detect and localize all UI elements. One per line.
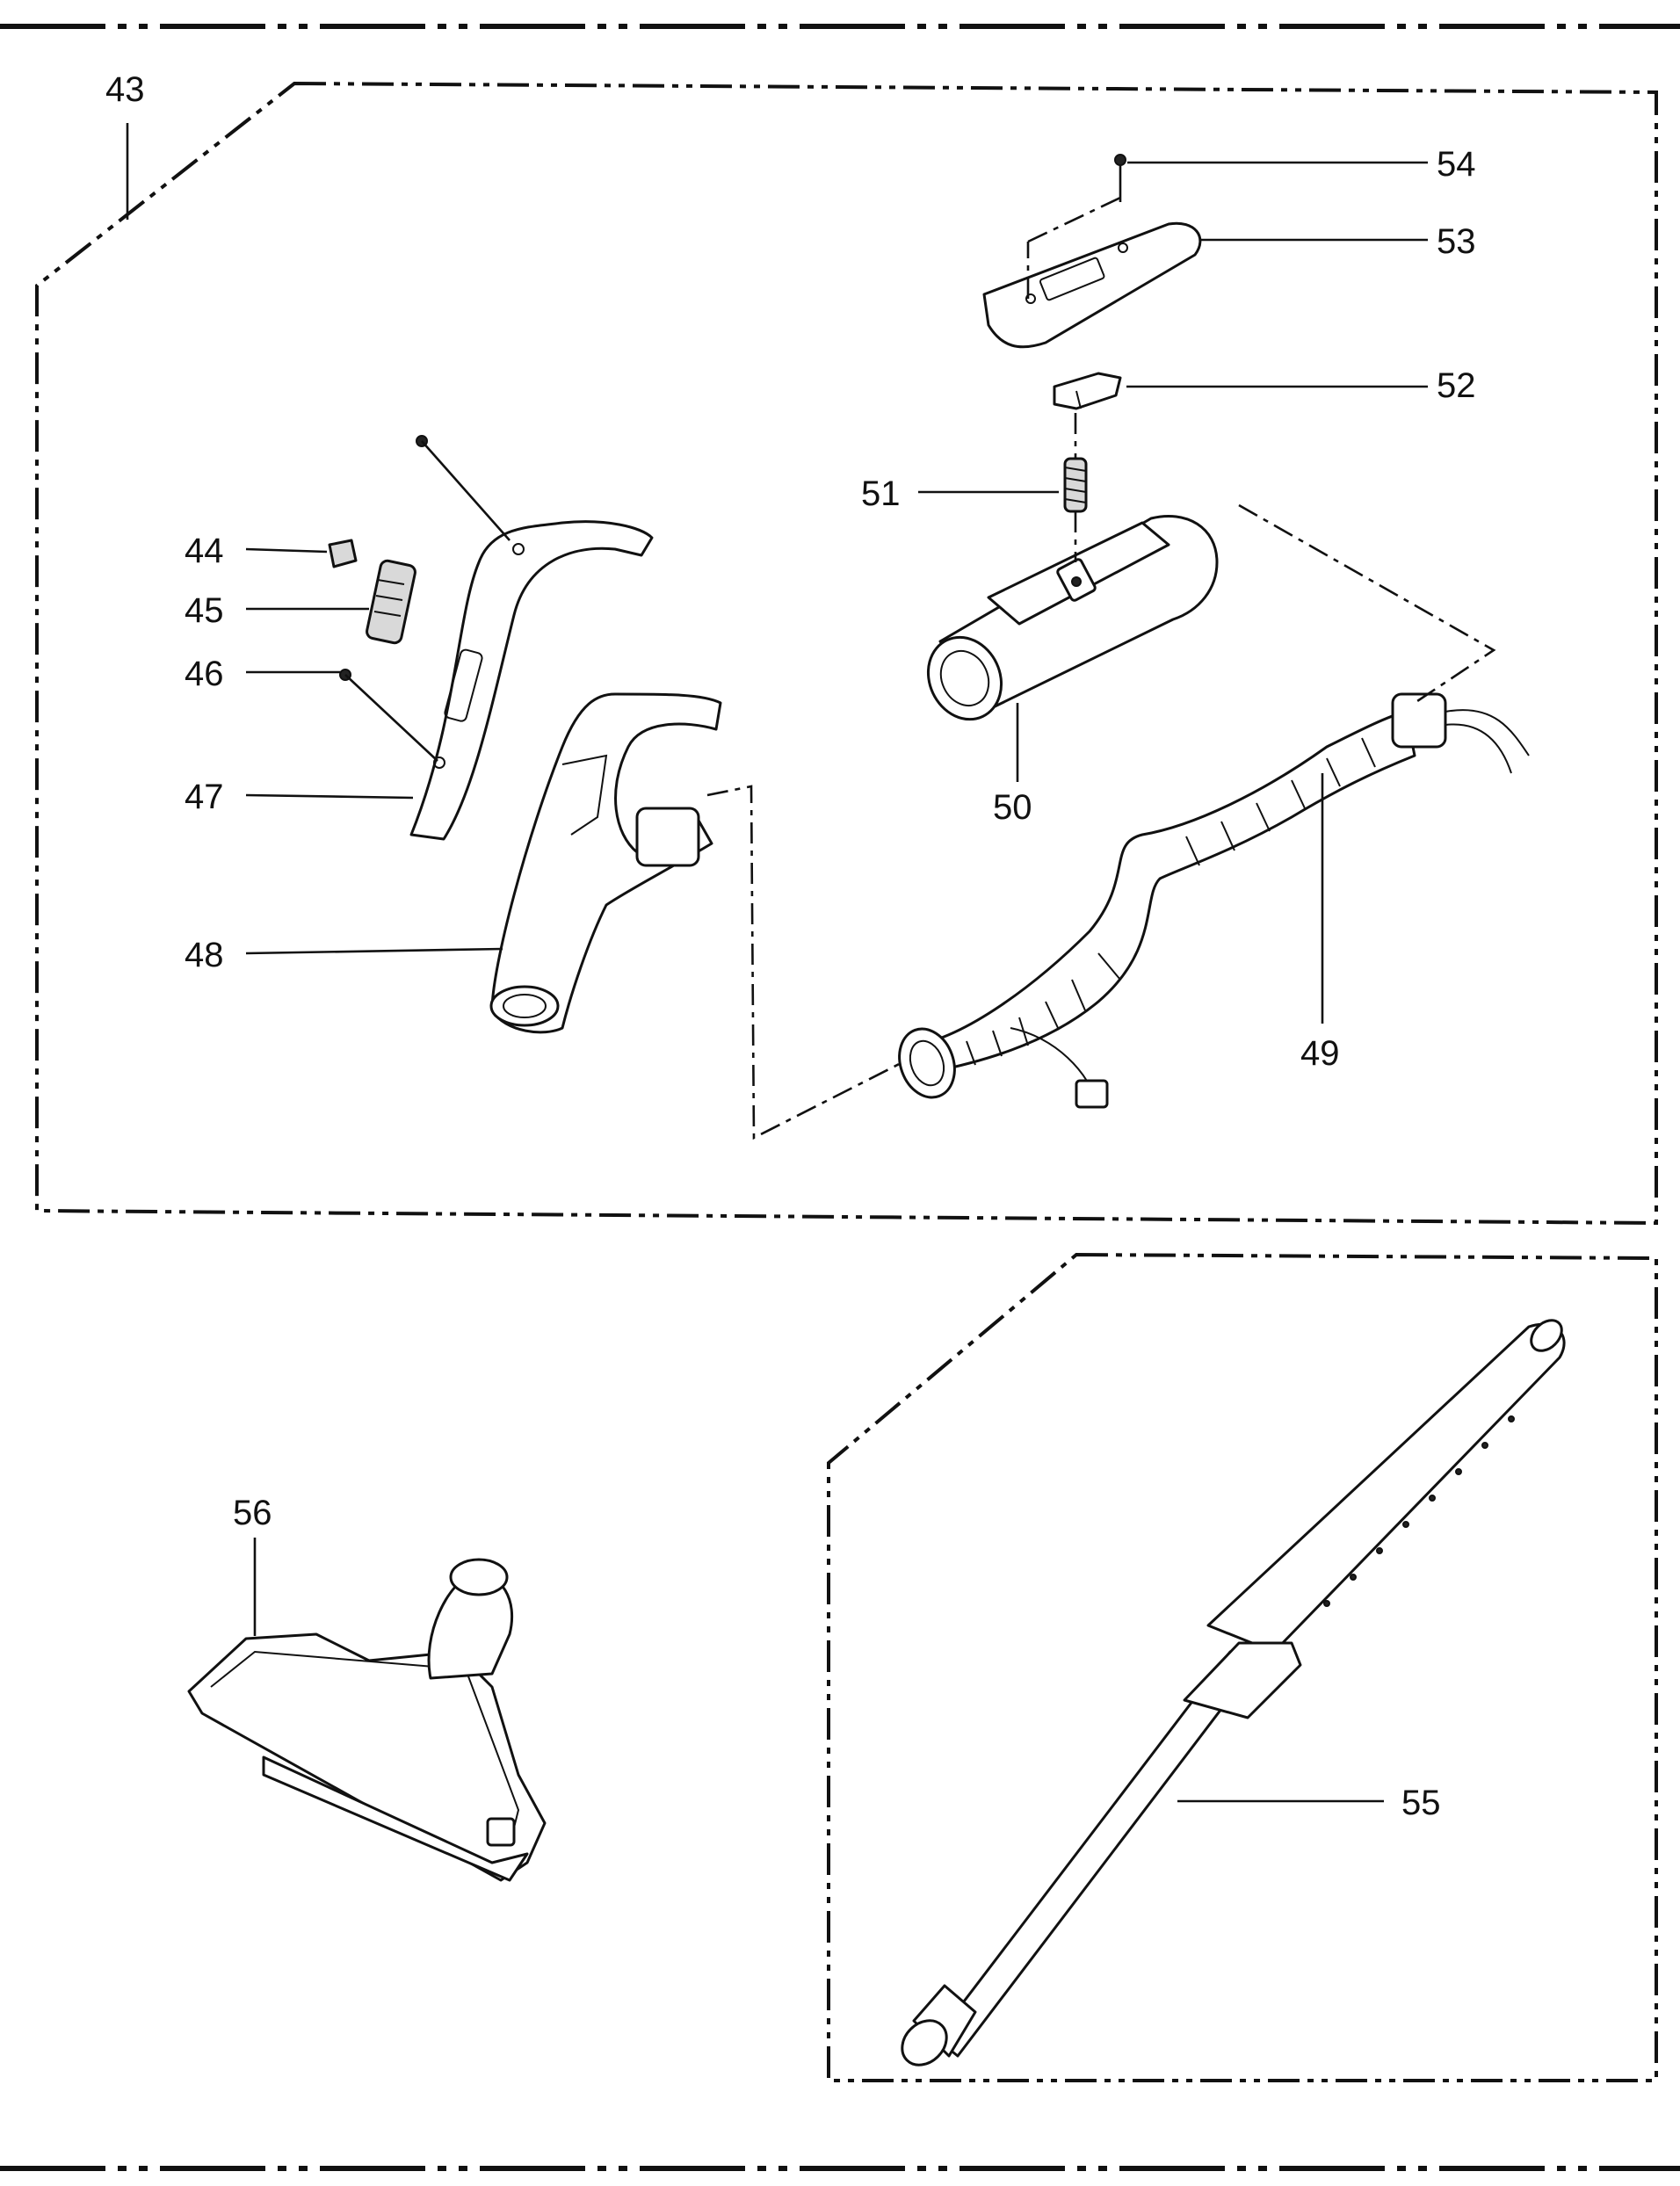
callout-55: 55 (1401, 1784, 1441, 1822)
callout-50: 50 (993, 788, 1032, 827)
callout-46: 46 (185, 655, 224, 693)
callout-labels: 43 44 45 46 47 48 49 50 51 52 53 54 55 5… (105, 70, 1476, 1822)
callout-51: 51 (861, 474, 901, 513)
assembly-43-frame (35, 81, 1658, 1226)
part-54-screw (1114, 154, 1126, 202)
callout-leaders-43 (245, 161, 1428, 1024)
callout-43: 43 (105, 70, 145, 109)
part-46-screw (339, 669, 438, 762)
callout-56: 56 (233, 1494, 272, 1532)
callout-52: 52 (1437, 366, 1476, 405)
part-45-switch-grille (366, 559, 416, 645)
hose-connection-line-48 (706, 785, 919, 1140)
part-56-floor-nozzle (187, 1538, 547, 1882)
callout-44: 44 (185, 532, 224, 570)
screw-top-handle (416, 435, 511, 541)
part-48-handle-body (489, 692, 722, 1034)
part-53-cover-plate (982, 196, 1202, 349)
callout-47: 47 (185, 778, 224, 816)
part-51-spring (1063, 413, 1088, 562)
callout-45: 45 (185, 591, 224, 630)
part-55-telescopic-tube (901, 1319, 1566, 2067)
part-50-hose-coupling (926, 514, 1219, 721)
callout-54: 54 (1437, 145, 1476, 184)
callout-53: 53 (1437, 222, 1476, 261)
callout-48: 48 (185, 936, 224, 974)
page-border-rules (0, 24, 1680, 2171)
hose-connection-line-50 (1238, 503, 1496, 705)
part-55-frame (827, 1252, 1658, 2082)
part-44-button (328, 539, 358, 568)
callout-49: 49 (1300, 1034, 1340, 1073)
part-49-hose (898, 692, 1530, 1109)
part-47-handle-cover (409, 520, 654, 841)
part-52-latch (1053, 372, 1122, 410)
